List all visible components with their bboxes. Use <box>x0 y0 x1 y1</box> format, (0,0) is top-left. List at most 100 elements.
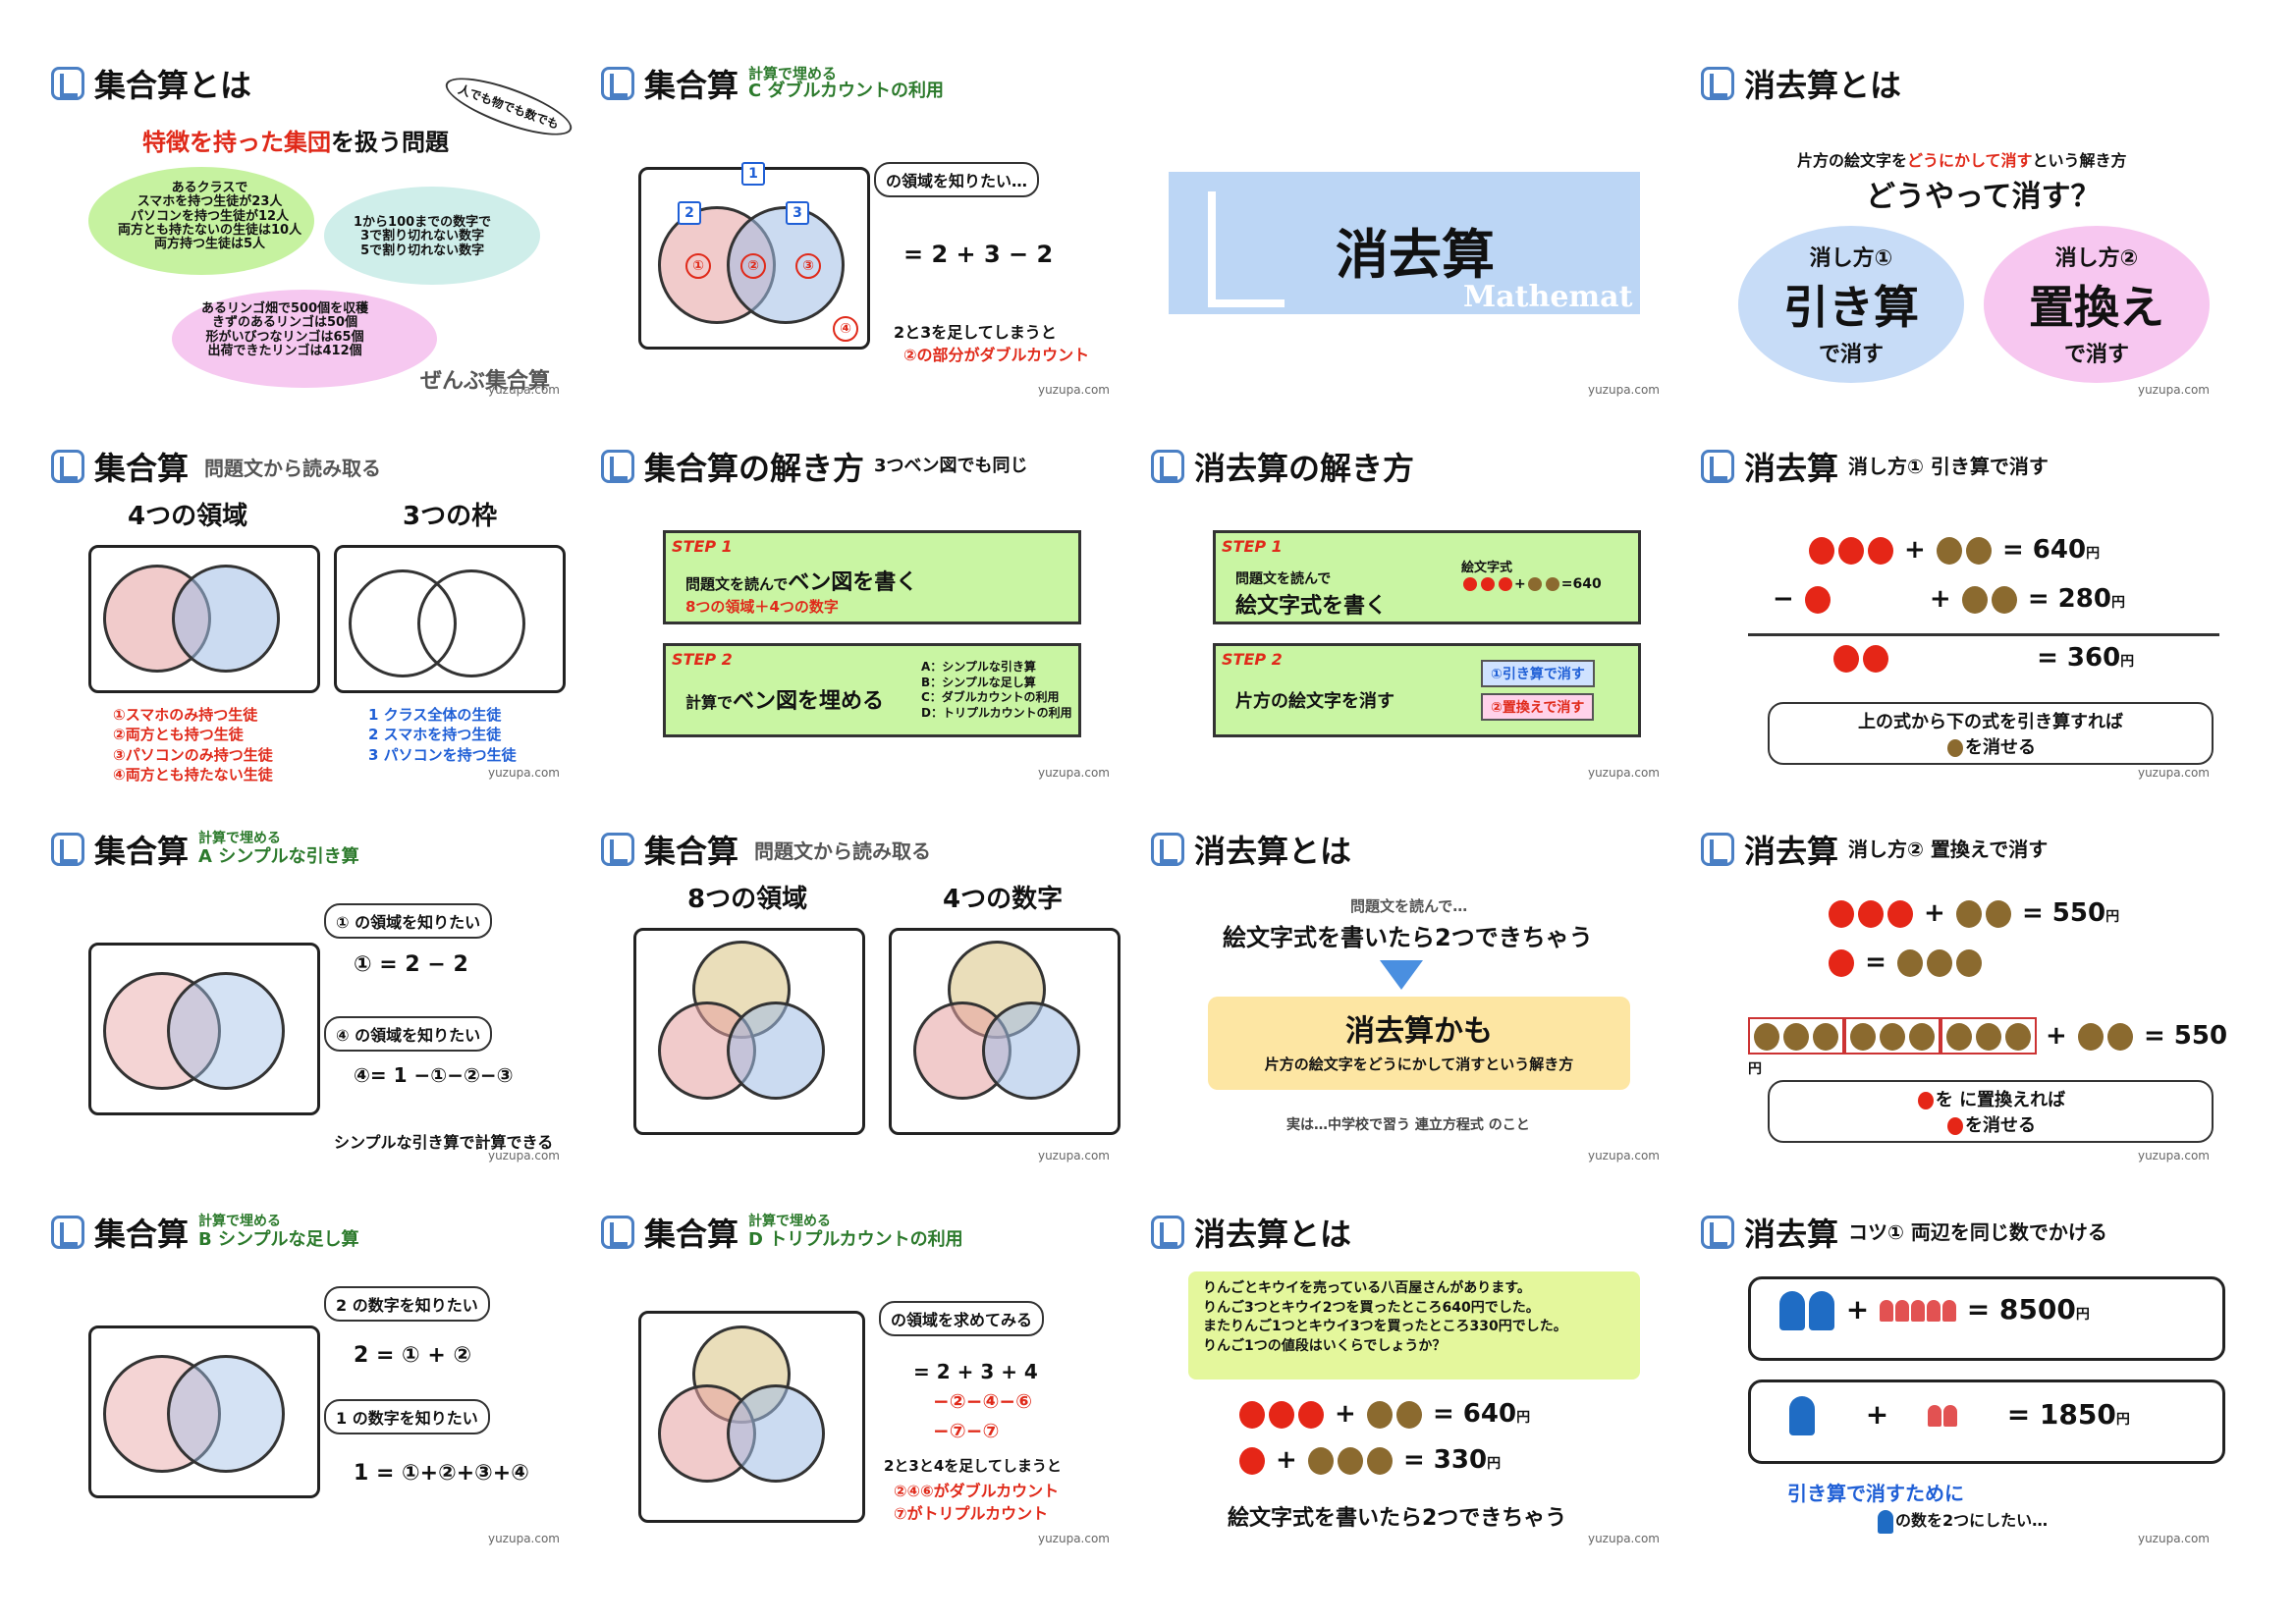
question-bubble-2: 1 の数字を知りたい <box>324 1399 490 1434</box>
label-regions: 4つの領域 <box>128 502 248 531</box>
venn-frame-2 <box>889 928 1121 1135</box>
option-subtract: ①引き算で消す <box>1481 660 1595 687</box>
slide-subtitle: 問題文から読み取る <box>204 456 382 480</box>
venn-frame <box>88 943 320 1115</box>
step-1-box: STEP 1 問題文を読んで絵文字式を書く 絵文字式 +=640 <box>1213 530 1641 624</box>
label-regions: 8つの領域 <box>687 885 808 914</box>
label-numbers: 4つの数字 <box>943 885 1064 914</box>
row-1-box <box>1748 1276 2225 1361</box>
footer: yuzupa.com <box>2137 1532 2210 1545</box>
label-1: 1 <box>741 162 765 186</box>
footer: yuzupa.com <box>487 766 560 780</box>
slide-subtitle: コツ① 両辺を同じ数でかける <box>1848 1220 2107 1244</box>
venn-circle-b <box>167 972 285 1090</box>
title-banner: 消去算 Mathemat <box>1169 172 1640 314</box>
footer: yuzupa.com <box>1587 383 1660 397</box>
logo-icon <box>51 1216 84 1249</box>
footer: yuzupa.com <box>1587 766 1660 780</box>
footer: yuzupa.com <box>1037 1149 1110 1163</box>
emoji-expr-label: 絵文字式 <box>1461 561 1513 575</box>
example-text-2: 1から100までの数字で 3で割り切れない数字 5で割り切れない数字 <box>354 215 492 258</box>
footer: yuzupa.com <box>2137 766 2210 780</box>
footer: yuzupa.com <box>2137 1149 2210 1163</box>
venn-circle-right-2 <box>982 1001 1080 1100</box>
note-line-2: の数を2つにしたい… <box>1876 1507 2048 1534</box>
slide-title: 消去算 <box>1744 833 1839 870</box>
note-text: 実は…中学校で習う 連立方程式 のこと <box>1286 1117 1530 1133</box>
expr-2: + = 330円 <box>1237 1445 1501 1475</box>
logo-icon <box>1701 450 1734 483</box>
step-1-text: 問題文を読んで絵文字式を書く <box>1235 571 1388 619</box>
note-bubble: を に置換えればを消せる <box>1768 1080 2214 1143</box>
footer: yuzupa.com <box>1037 1532 1110 1545</box>
venn-frame-1 <box>633 928 865 1135</box>
venn-circle-b <box>167 1355 285 1473</box>
footer: yuzupa.com <box>1587 1149 1660 1163</box>
note-line-1: 2と3と4を足してしまうと <box>884 1457 1062 1475</box>
slide-10: 集合算問題文から読み取る 8つの領域 4つの数字 yuzupa.com <box>579 805 1129 1168</box>
method-2-bubble <box>1984 226 2210 383</box>
footer: yuzupa.com <box>1037 766 1110 780</box>
footer: yuzupa.com <box>487 383 560 397</box>
region-3: ③ <box>795 253 821 279</box>
main-text: 絵文字式を書いたら2つできちゃう <box>1223 924 1593 951</box>
equation-1: = 2 + 3 + 4 <box>913 1360 1038 1383</box>
slide-title: 集合算の解き方 <box>644 450 865 487</box>
logo-icon <box>601 450 634 483</box>
expr-3: = 360円 <box>1831 643 2134 673</box>
slide-title: 集合算 <box>94 833 190 870</box>
venn-circle-right <box>727 1001 825 1100</box>
slide-title: 消去算の解き方 <box>1194 450 1415 487</box>
question-bubble-2: ④ の領域を知りたい <box>324 1016 493 1052</box>
venn-circle-d <box>417 569 525 677</box>
region-1: ① <box>685 253 711 279</box>
expr-3: + = 550円 <box>1748 1017 2229 1080</box>
example-bubble-1 <box>88 167 314 275</box>
venn-frame <box>88 1325 320 1498</box>
footer: yuzupa.com <box>487 1532 560 1545</box>
logo-icon <box>601 67 634 100</box>
region-4: ④ <box>833 316 858 342</box>
slide-title: 消去算 <box>1744 1216 1839 1253</box>
equation: = 2 + 3 − 2 <box>903 241 1054 268</box>
example-text-1: あるクラスで スマホを持つ生徒が23人 パソコンを持つ生徒が12人 両方とも持た… <box>118 181 302 252</box>
slide-subtitle: 消し方② 置換えで消す <box>1848 838 2049 861</box>
arrow-down-icon <box>1380 960 1423 990</box>
question: どうやって消す？ <box>1866 180 2101 214</box>
note-line-2: ②の部分がダブルカウント <box>903 346 1090 364</box>
emoji-expr: +=640 <box>1461 576 1602 592</box>
venn-circle-right <box>727 1384 825 1483</box>
row-2: + = 1850円 <box>1787 1396 2130 1435</box>
logo-icon <box>1701 1216 1734 1249</box>
venn-circle-b <box>172 565 280 673</box>
equation-2: 1 = ①+②+③+④ <box>354 1461 529 1486</box>
slide-11: 消去算とは 問題文を読んで… 絵文字式を書いたら2つできちゃう 消去算かも 片方… <box>1129 805 1679 1168</box>
footer: yuzupa.com <box>2137 383 2210 397</box>
summary-text: シンプルな引き算で計算できる <box>334 1133 554 1152</box>
slide-title: 消去算 <box>1336 224 1495 286</box>
method-1-bubble <box>1738 226 1964 383</box>
pre-text: 問題文を読んで… <box>1350 897 1468 915</box>
equation-3: −⑦−⑦ <box>933 1419 1000 1442</box>
slide-title: 消去算とは <box>1194 833 1352 870</box>
expr-1: + = 640円 <box>1807 535 2100 565</box>
slide-15: 消去算とは りんごとキウイを売っている八百屋さんがあります。りんご3つとキウイ2… <box>1129 1188 1679 1551</box>
slide-3: 消去算 Mathemat yuzupa.com <box>1129 39 1679 403</box>
equation-1: 2 = ① + ② <box>354 1343 472 1368</box>
highlight-text: 片方の絵文字をどうにかして消すという解き方 <box>1264 1055 1574 1073</box>
slide-8: 消去算消し方① 引き算で消す + = 640円 − + = 280円 = 360… <box>1679 422 2229 785</box>
note-line-3: ⑦がトリプルカウント <box>894 1504 1049 1523</box>
question-bubble: の領域を知りたい… <box>874 162 1040 197</box>
slide-subtitle: 消し方① 引き算で消す <box>1848 455 2049 478</box>
region-2: ② <box>740 253 766 279</box>
compass-icon <box>1208 191 1285 307</box>
